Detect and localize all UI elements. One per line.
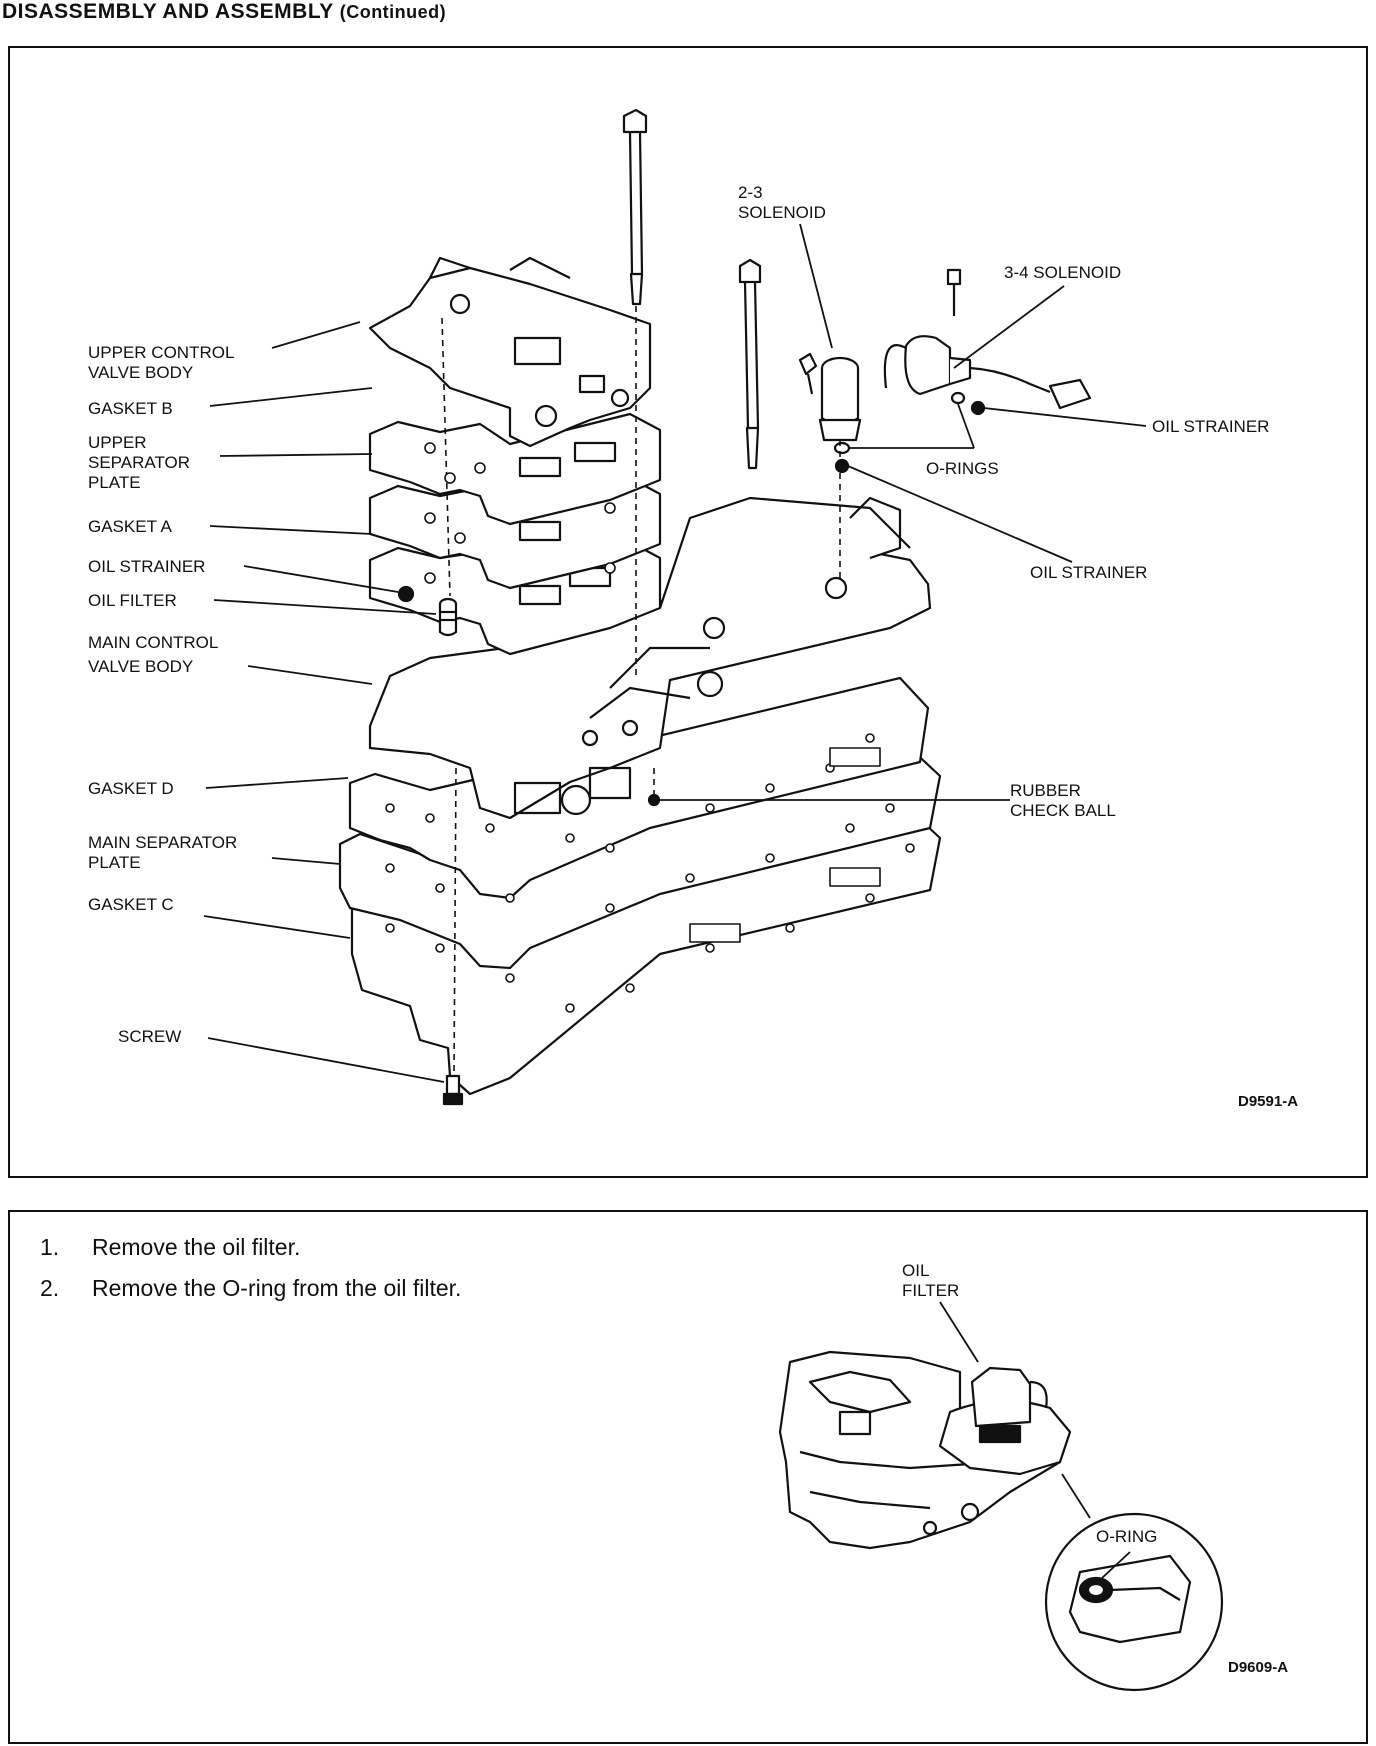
label-solenoid-2-3-line2: SOLENOID (738, 203, 826, 222)
step-text: Remove the oil filter. (92, 1234, 301, 1260)
instruction-steps: 1. Remove the oil filter. 2. Remove the … (40, 1234, 461, 1316)
main-control-valve-body-shape (368, 496, 932, 820)
label-main-separator-plate-2: PLATE (88, 853, 141, 872)
label-upper-control-valve-body-2: VALVE BODY (88, 363, 193, 382)
o-ring-lower (833, 441, 851, 455)
label-oil-filter-line2: FILTER (902, 1281, 959, 1300)
instruction-step-2: 2. Remove the O-ring from the oil filter… (40, 1275, 461, 1302)
instruction-step-1: 1. Remove the oil filter. (40, 1234, 461, 1261)
label-o-ring: O-RING (1096, 1527, 1157, 1546)
label-gasket-b: GASKET B (88, 399, 173, 418)
label-rubber-check-ball-1: RUBBER (1010, 781, 1081, 800)
step-number: 2. (40, 1275, 60, 1301)
long-bolt-1-shape (622, 108, 648, 306)
label-gasket-c: GASKET C (88, 895, 174, 914)
magnified-o-ring-inset (1044, 1512, 1224, 1692)
gasket-b-shape (368, 412, 662, 526)
solenoid-2-3-shape (798, 352, 862, 442)
label-oil-strainer-right-top: OIL STRAINER (1152, 417, 1269, 436)
figure-2-id: D9609-A (1228, 1659, 1288, 1676)
oil-filter-removal-panel: 1. Remove the oil filter. 2. Remove the … (8, 1210, 1368, 1744)
exploded-view-drawing: UPPER CONTROL VALVE BODY GASKET B UPPER … (88, 108, 1298, 1110)
label-o-rings: O-RINGS (926, 459, 999, 478)
screw-part (442, 1074, 464, 1106)
label-solenoid-2-3-line1: 2-3 (738, 183, 763, 202)
rubber-check-ball-part (647, 793, 661, 807)
label-upper-control-valve-body-1: UPPER CONTROL (88, 343, 234, 362)
o-ring-upper (950, 391, 966, 405)
label-oil-filter: OIL FILTER (88, 591, 177, 610)
label-oil-strainer-right: OIL STRAINER (1030, 563, 1147, 582)
step-number: 1. (40, 1234, 60, 1260)
page-title-continued: (Continued) (339, 2, 447, 22)
label-main-control-valve-body-1: MAIN CONTROL (88, 633, 218, 652)
label-solenoid-3-4: 3-4 SOLENOID (1004, 263, 1121, 282)
label-rubber-check-ball-2: CHECK BALL (1010, 801, 1116, 820)
oil-strainer-right-part (834, 458, 850, 474)
label-upper-separator-plate-2: SEPARATOR (88, 453, 190, 472)
label-oil-filter-line1: OIL (902, 1261, 929, 1280)
label-main-separator-plate-1: MAIN SEPARATOR (88, 833, 237, 852)
oil-strainer-left-part (397, 585, 415, 603)
oil-filter-shape (938, 1366, 1072, 1476)
upper-control-valve-body-shape (368, 256, 652, 448)
step-text: Remove the O-ring from the oil filter. (92, 1275, 462, 1301)
oil-filter-part (438, 597, 458, 637)
valve-body-shape (778, 1350, 1062, 1550)
long-bolt-2-shape (738, 258, 762, 470)
exploded-view-figure: UPPER CONTROL VALVE BODY GASKET B UPPER … (8, 46, 1368, 1178)
label-main-control-valve-body-2: VALVE BODY (88, 657, 193, 676)
label-upper-separator-plate-3: PLATE (88, 473, 141, 492)
page-title: DISASSEMBLY AND ASSEMBLY (Continued) (2, 0, 446, 24)
label-gasket-d: GASKET D (88, 779, 174, 798)
oil-filter-drawing: OIL FILTER O-RING D9609-A (778, 1261, 1288, 1692)
label-oil-strainer-left: OIL STRAINER (88, 557, 205, 576)
label-gasket-a: GASKET A (88, 517, 172, 536)
label-upper-separator-plate-1: UPPER (88, 433, 147, 452)
oil-strainer-upper-right-part (970, 400, 986, 416)
page-title-text: DISASSEMBLY AND ASSEMBLY (2, 0, 334, 23)
label-screw: SCREW (118, 1027, 181, 1046)
figure-1-id: D9591-A (1238, 1093, 1298, 1110)
solenoid-3-4-shape (883, 268, 1092, 410)
